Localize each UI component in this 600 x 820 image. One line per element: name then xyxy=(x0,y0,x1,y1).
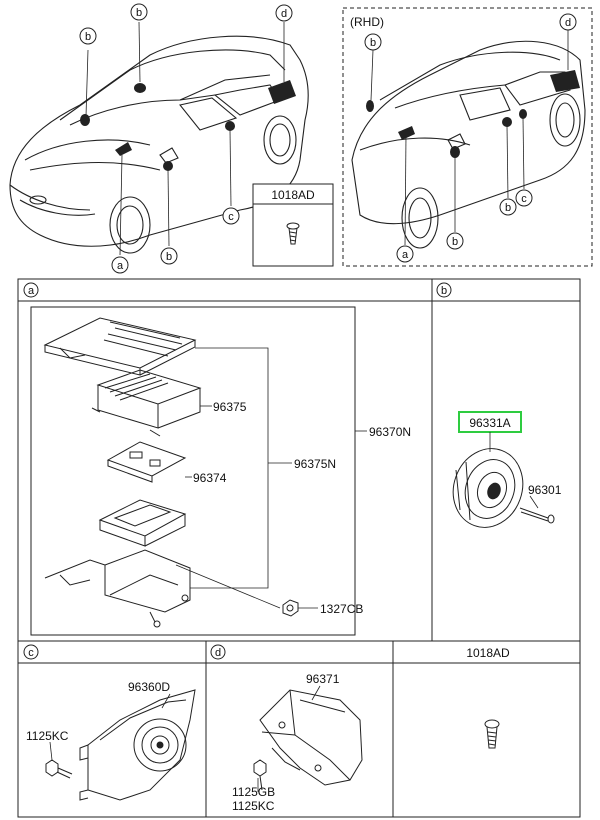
section-e-title: 1018AD xyxy=(466,646,510,660)
nut-icon xyxy=(282,599,299,617)
label-96375N: 96375N xyxy=(294,457,336,471)
callout-b-3: b xyxy=(166,251,172,263)
section-d-letter: d xyxy=(215,647,221,659)
speaker-enclosure-icon xyxy=(259,689,363,786)
callout-d-1: d xyxy=(281,8,287,20)
speaker-leaders xyxy=(489,432,539,509)
callout-a-1: a xyxy=(117,260,124,272)
door-speaker-leaders xyxy=(49,693,171,761)
label-96360D: 96360D xyxy=(128,680,170,694)
label-1125KC-d: 1125KC xyxy=(232,799,275,813)
screw-box-top xyxy=(252,183,334,267)
panel-grid xyxy=(17,278,581,818)
callout-b-2: b xyxy=(136,7,142,19)
screw-96301-icon xyxy=(519,507,555,524)
car-rhd-callouts xyxy=(364,13,577,263)
label-96301: 96301 xyxy=(528,483,562,497)
section-badges xyxy=(23,282,452,660)
car-rhd-leaders xyxy=(370,30,569,246)
car-lhd-callouts xyxy=(79,3,293,274)
label-96371: 96371 xyxy=(306,672,340,686)
rhd-callout-c-1: c xyxy=(521,193,527,205)
section-c-letter: c xyxy=(28,647,34,659)
rhd-callout-b-3: b xyxy=(505,202,511,214)
car-rhd-speaker-marks xyxy=(366,70,580,158)
screw-icon xyxy=(286,222,300,245)
label-96374: 96374 xyxy=(193,471,227,485)
label-96375: 96375 xyxy=(213,400,247,414)
rhd-callout-d-1: d xyxy=(565,17,571,29)
screw-1018AD-icon xyxy=(484,719,500,749)
callout-b-1: b xyxy=(85,31,91,43)
label-1125GB: 1125GB xyxy=(232,785,275,799)
enclosure-leaders xyxy=(257,685,321,792)
amp-assembly-frame xyxy=(30,306,356,636)
car-rhd-illustration xyxy=(351,40,586,249)
section-a-letter: a xyxy=(28,285,35,297)
label-96331A: 96331A xyxy=(469,416,510,430)
car-lhd-leaders xyxy=(85,21,285,256)
amp-exploded-view xyxy=(43,317,202,628)
rhd-callout-b-1: b xyxy=(370,37,376,49)
tweeter-speaker-icon xyxy=(452,448,524,528)
amp-leaders xyxy=(175,347,367,609)
bolt-1125GB-icon xyxy=(253,759,267,791)
section-b-letter: b xyxy=(441,285,447,297)
label-1327CB: 1327CB xyxy=(320,602,363,616)
car-lhd-speaker-marks xyxy=(80,80,296,171)
rhd-dashed-frame xyxy=(342,7,593,267)
rhd-callout-a-1: a xyxy=(402,249,409,261)
label-1125KC-c: 1125KC xyxy=(26,729,69,743)
rhd-callout-b-2: b xyxy=(452,236,458,248)
door-speaker-icon xyxy=(79,689,196,801)
label-96370N: 96370N xyxy=(369,425,411,439)
rhd-label: (RHD) xyxy=(350,15,384,29)
callout-c-1: c xyxy=(228,211,234,223)
bolt-1125KC-c-icon xyxy=(45,759,73,779)
screw-box-top-label: 1018AD xyxy=(271,188,315,202)
